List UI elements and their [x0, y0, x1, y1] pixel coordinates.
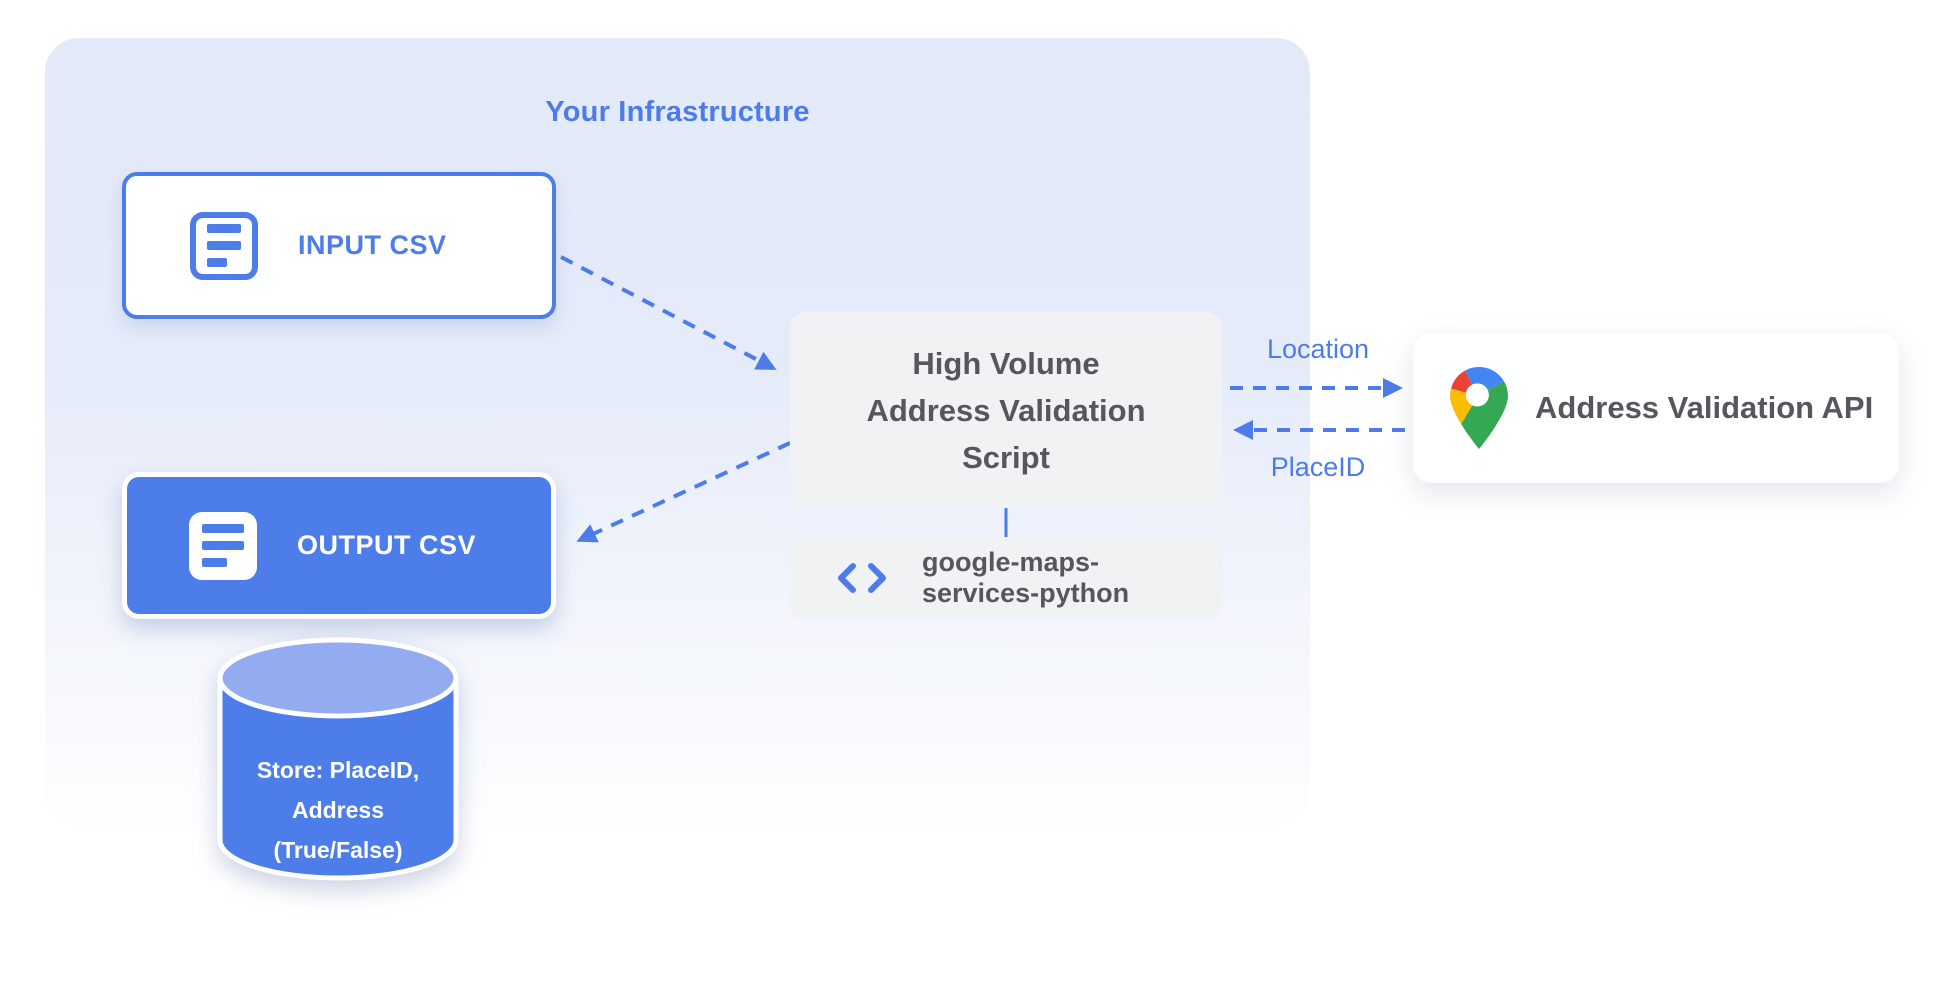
document-icon-line — [207, 241, 241, 250]
library-label-line: google-maps- — [922, 546, 1100, 577]
database-cylinder — [217, 637, 459, 881]
script-node: High Volume Address Validation Script — [790, 312, 1222, 508]
document-icon — [190, 211, 258, 280]
document-icon — [189, 511, 257, 580]
datastore-node: Store: PlaceID, Address (True/False) — [200, 626, 476, 912]
output-csv-label: OUTPUT CSV — [297, 530, 477, 560]
script-label-line: Script — [962, 439, 1050, 475]
input-csv-node: INPUT CSV — [122, 172, 556, 319]
library-node: google-maps- services-python — [790, 537, 1222, 618]
input-csv-label: INPUT CSV — [298, 230, 447, 260]
edge-label-placeid: PlaceID — [1270, 452, 1366, 482]
datastore-line: Address — [291, 797, 385, 823]
datastore-label: Store: PlaceID, Address (True/False) — [200, 750, 476, 870]
document-icon-line — [207, 258, 228, 267]
library-label-line: services-python — [922, 577, 1130, 608]
panel-title: Your Infrastructure — [545, 96, 810, 128]
script-label-line: High Volume — [912, 345, 1100, 381]
datastore-line: (True/False) — [273, 837, 403, 863]
library-label: google-maps- services-python — [922, 547, 1129, 609]
api-node: Address Validation API — [1413, 333, 1899, 483]
document-icon-line — [202, 524, 244, 533]
document-icon-line — [202, 558, 228, 567]
api-label: Address Validation API — [1535, 390, 1874, 425]
datastore-line: Store: PlaceID, — [256, 757, 420, 783]
output-csv-node: OUTPUT CSV — [122, 472, 556, 619]
edge-label-location: Location — [1266, 334, 1370, 364]
document-icon-line — [207, 224, 241, 233]
code-icon — [838, 562, 886, 593]
google-maps-pin-icon — [1450, 367, 1508, 449]
document-icon-line — [202, 541, 244, 550]
script-label-line: Address Validation — [866, 392, 1146, 428]
